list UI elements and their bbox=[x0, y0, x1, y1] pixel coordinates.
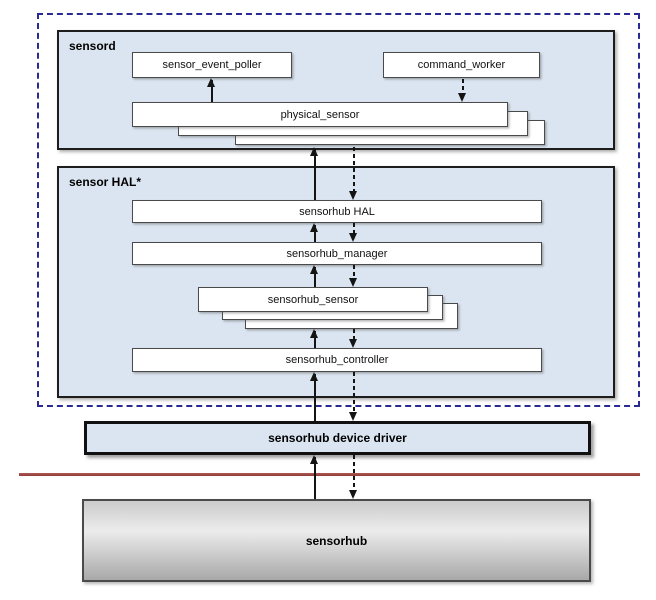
sensorhub-hardware-box: sensorhub bbox=[82, 499, 591, 582]
arrow-down-driver-to-hub bbox=[353, 455, 355, 490]
sensord-group-title: sensord bbox=[69, 39, 116, 53]
arrowhead-down-controller-to-driver bbox=[349, 412, 357, 421]
arrowhead-down-sensord-to-hal bbox=[349, 191, 357, 200]
sensor-hal-group-title: sensor HAL* bbox=[69, 175, 142, 189]
arrow-down-worker-to-physical bbox=[462, 79, 464, 93]
arrow-up-hub-to-driver bbox=[314, 457, 316, 499]
arrowhead-up-driver-to-controller bbox=[310, 372, 318, 381]
arrowhead-up-hal-to-sensord bbox=[310, 147, 318, 156]
arrow-up-physical-to-poller bbox=[211, 80, 213, 102]
arrowhead-down-sensor-to-controller bbox=[349, 339, 357, 348]
arrow-up-hal-to-sensord bbox=[314, 149, 316, 200]
arrow-up-sensor-to-manager bbox=[314, 267, 316, 287]
arrowhead-up-physical-to-poller bbox=[207, 78, 215, 87]
arrowhead-down-manager-to-sensor bbox=[349, 278, 357, 287]
arrowhead-down-driver-to-hub bbox=[349, 490, 357, 499]
hardware-boundary-line bbox=[19, 473, 640, 476]
arrowhead-up-hub-to-driver bbox=[310, 455, 318, 464]
arrow-up-driver-to-controller bbox=[314, 374, 316, 421]
arrowhead-up-sensor-to-manager bbox=[310, 265, 318, 274]
arrow-up-manager-to-hal bbox=[314, 225, 316, 242]
arrow-up-controller-to-sensor bbox=[314, 331, 316, 348]
sensorhub-manager-box: sensorhub_manager bbox=[132, 242, 542, 265]
sensorhub-controller-box: sensorhub_controller bbox=[132, 348, 542, 372]
arrow-down-hal-to-manager bbox=[353, 223, 355, 233]
physical-sensor-box: physical_sensor bbox=[132, 102, 508, 127]
arrowhead-up-controller-to-sensor bbox=[310, 329, 318, 338]
arrow-down-sensor-to-controller bbox=[353, 329, 355, 339]
sensorhub-device-driver-box: sensorhub device driver bbox=[84, 421, 591, 455]
arrow-down-manager-to-sensor bbox=[353, 265, 355, 278]
arrowhead-down-hal-to-manager bbox=[349, 233, 357, 242]
arrow-down-sensord-to-hal bbox=[353, 147, 355, 191]
sensor-event-poller-box: sensor_event_poller bbox=[132, 52, 292, 78]
arrowhead-up-manager-to-hal bbox=[310, 223, 318, 232]
command-worker-box: command_worker bbox=[383, 52, 540, 78]
process-boundary-dashed-box bbox=[37, 13, 640, 407]
sensorhub-sensor-box: sensorhub_sensor bbox=[198, 287, 428, 312]
arrowhead-down-worker-to-physical bbox=[458, 93, 466, 102]
sensorhub-hal-box: sensorhub HAL bbox=[132, 200, 542, 223]
arrow-down-controller-to-driver bbox=[353, 372, 355, 412]
